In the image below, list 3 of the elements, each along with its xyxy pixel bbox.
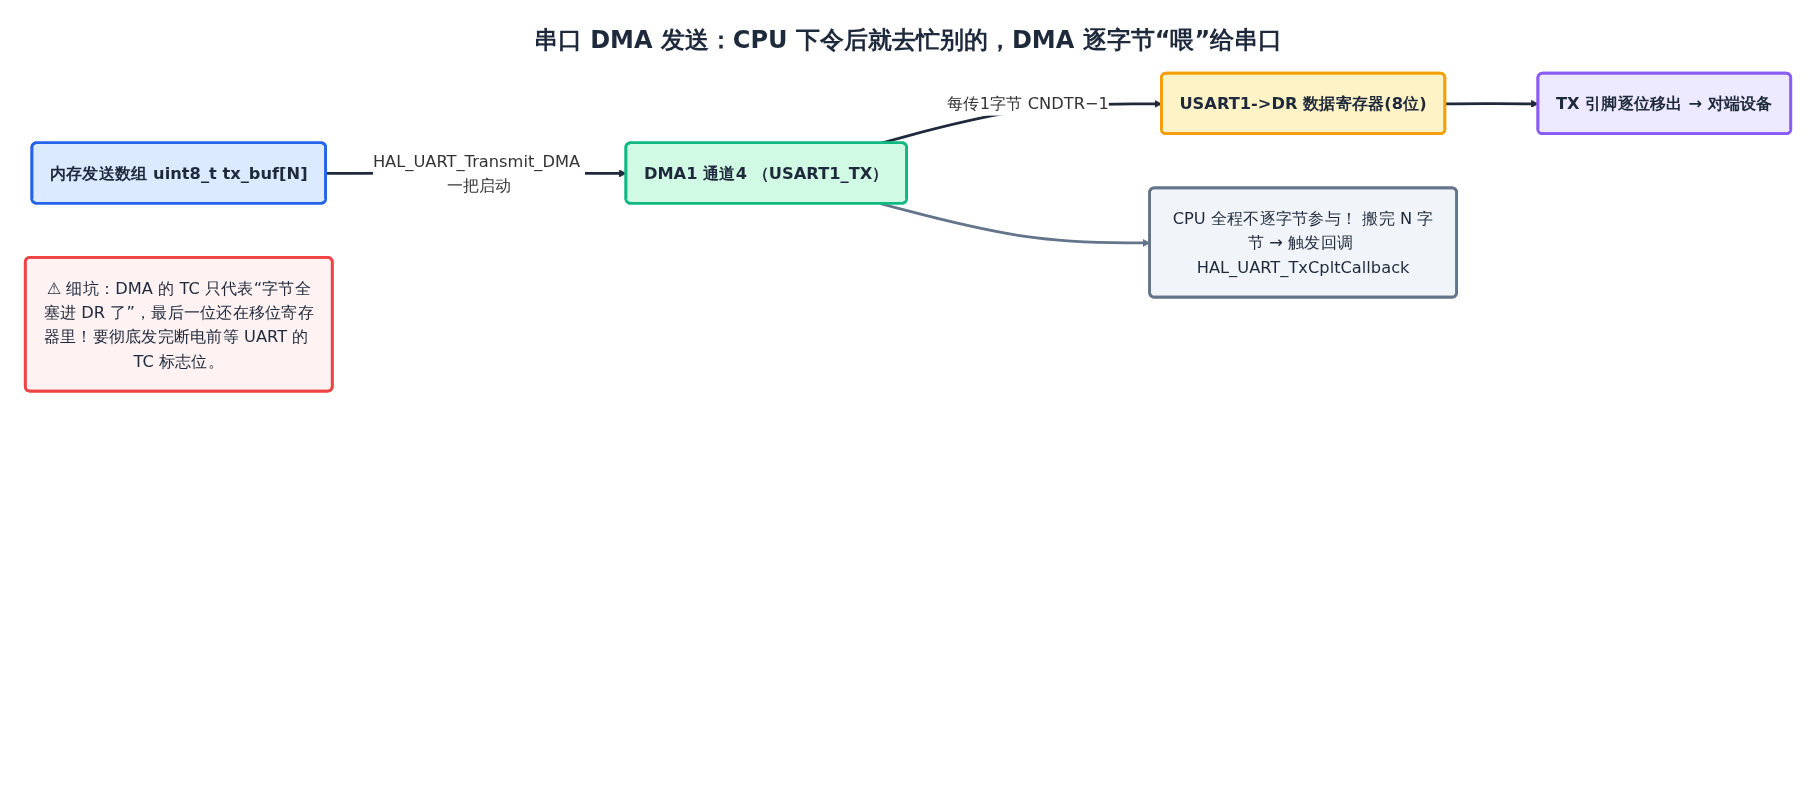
edge-label: HAL_UART_Transmit_DMA 一把启动 — [372, 151, 581, 195]
edge-label: 每传1字节 CNDTR−1 — [947, 93, 1109, 113]
diagram-title: 串口 DMA 发送：CPU 下令后就去忙别的，DMA 逐字节“喂”给串口 — [532, 25, 1284, 56]
